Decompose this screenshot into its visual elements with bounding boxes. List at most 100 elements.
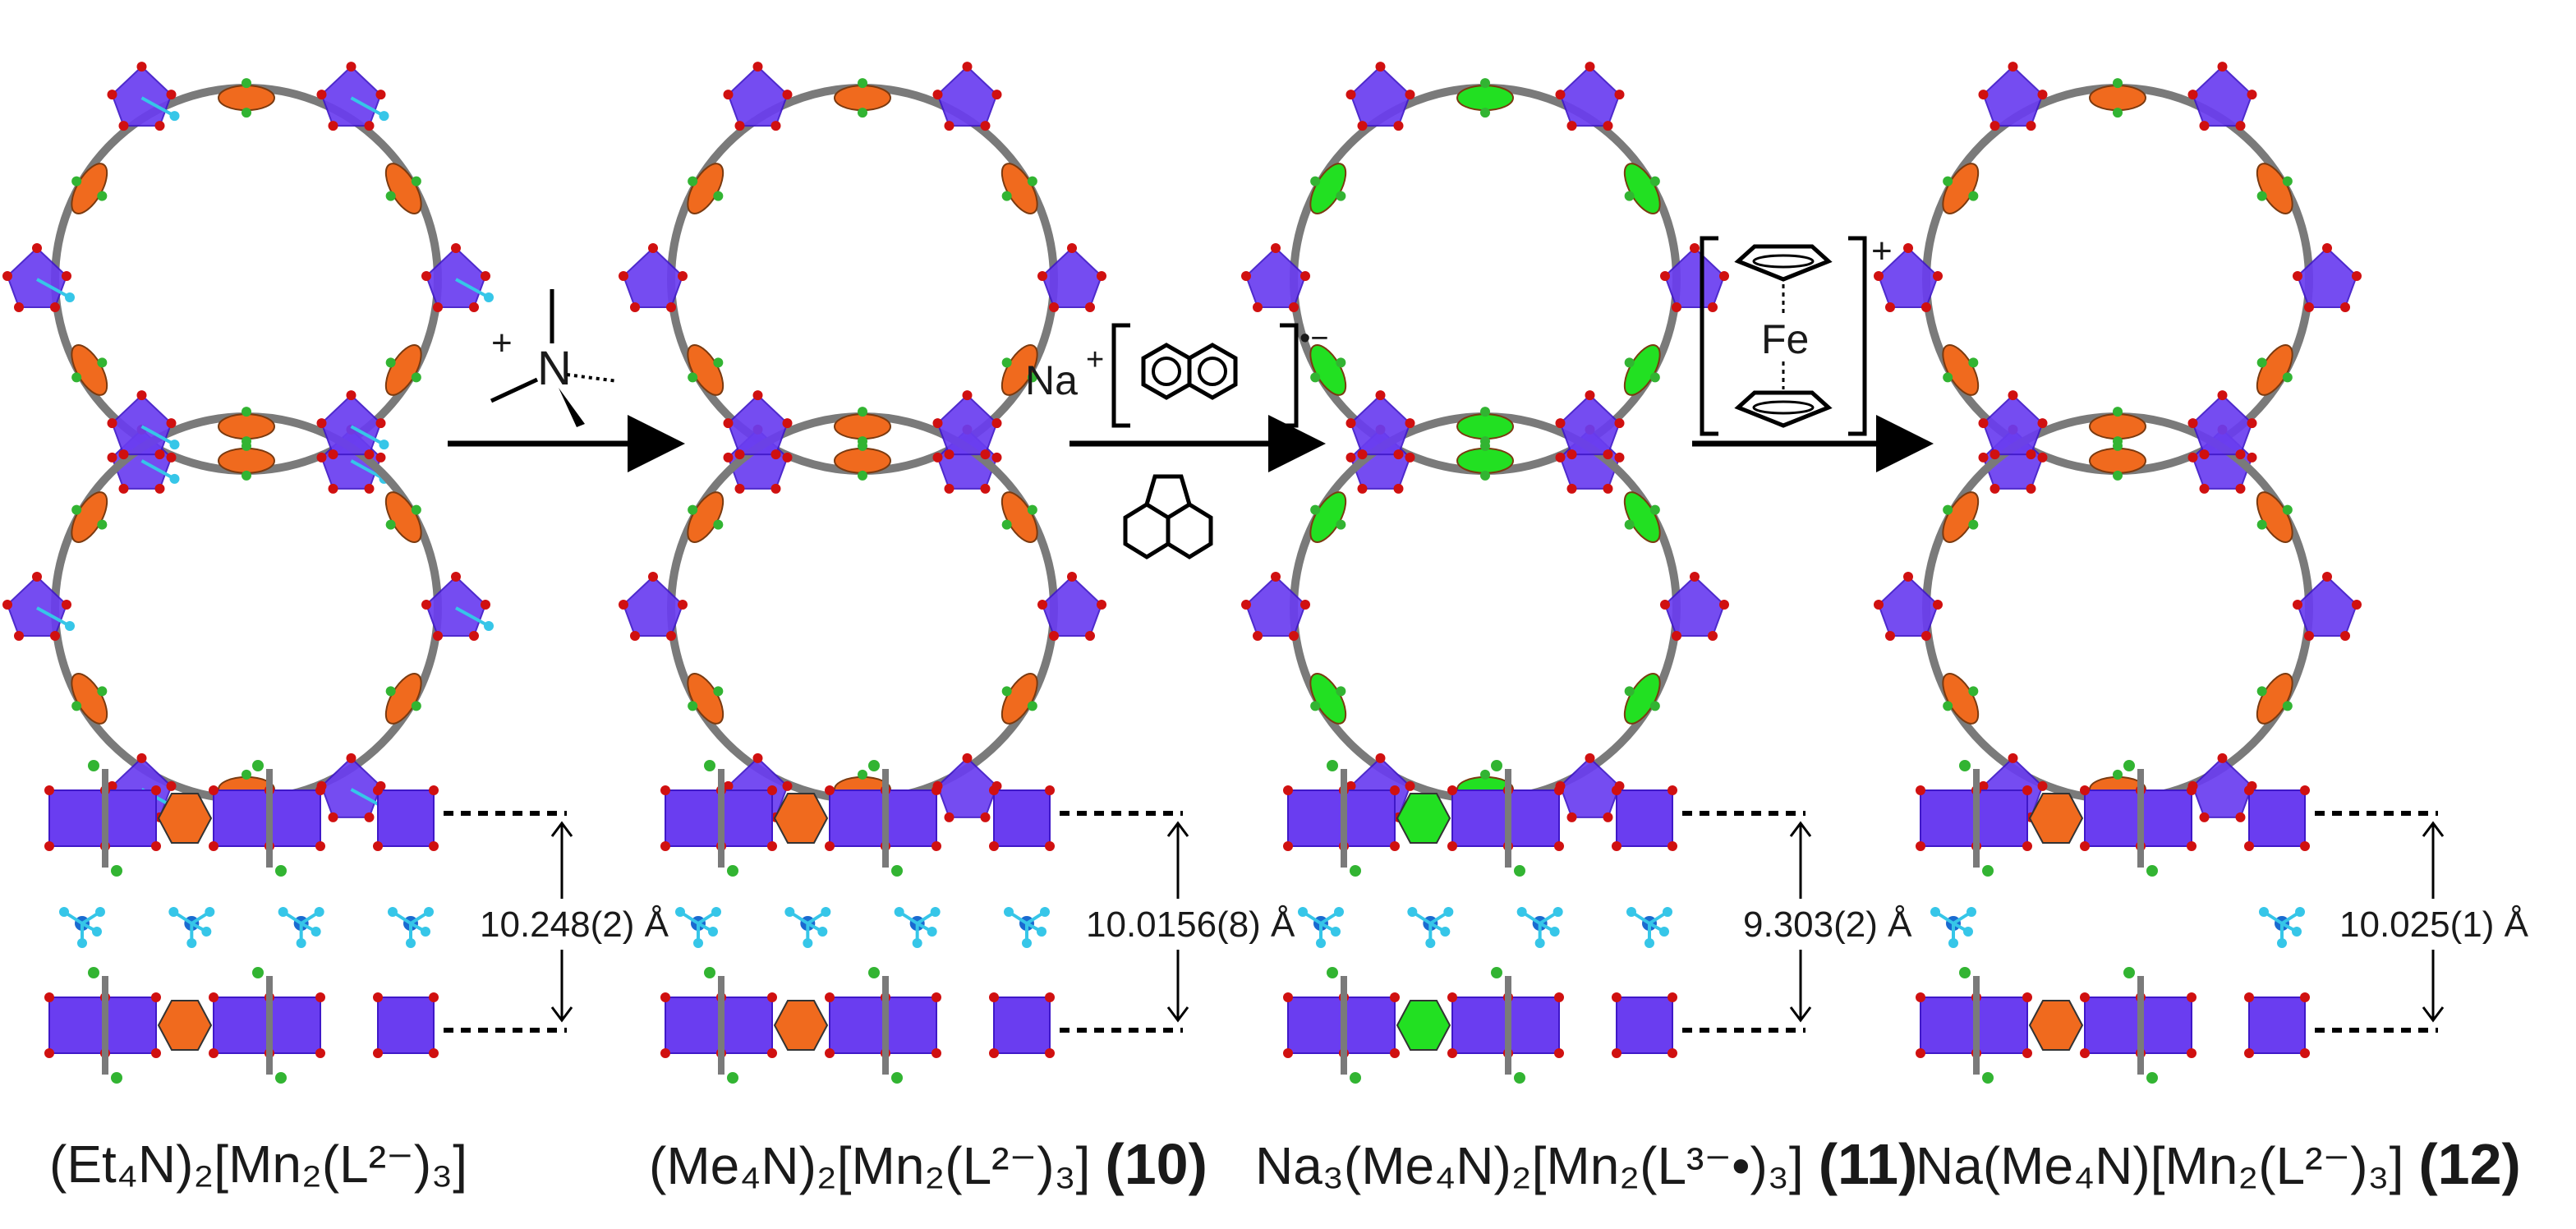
mn-octahedron-side xyxy=(269,997,321,1054)
oxygen-atom xyxy=(364,449,375,460)
chloro-atom xyxy=(858,108,867,118)
cation-atom xyxy=(817,927,828,937)
linker-ring xyxy=(2089,413,2146,440)
arrow-tip xyxy=(1166,821,1189,837)
chloro-atom xyxy=(1480,108,1490,118)
cation-bond xyxy=(140,459,176,481)
cation-atom xyxy=(711,907,721,917)
chloro-atom xyxy=(2282,176,2293,186)
cation-atom xyxy=(912,938,922,948)
linker-side xyxy=(2028,1000,2084,1051)
oxygen-atom xyxy=(1874,600,1884,610)
oxygen-atom xyxy=(151,1048,161,1058)
oxygen-atom xyxy=(1283,841,1293,851)
oxygen-atom xyxy=(373,841,383,851)
oxygen-atom xyxy=(1097,600,1106,610)
oxygen-atom xyxy=(1672,631,1681,641)
cation-atom xyxy=(1334,907,1344,917)
mn-octahedron-side xyxy=(665,789,722,847)
chloro-atom xyxy=(1514,865,1525,877)
chloro-atom xyxy=(2113,407,2123,417)
cation-atom xyxy=(930,907,941,917)
step2-anion-charge: •− xyxy=(1300,321,1329,356)
cation-atom xyxy=(1549,927,1560,937)
mn-octahedron-side xyxy=(2248,997,2306,1054)
oxygen-atom xyxy=(1405,780,1415,791)
chloro-atom xyxy=(252,760,264,771)
oxygen-atom xyxy=(451,243,461,253)
oxygen-atom xyxy=(44,785,54,795)
cation-atom xyxy=(1022,938,1032,948)
oxygen-atom xyxy=(1585,753,1595,763)
arrow-tip xyxy=(1166,1006,1189,1023)
oxygen-atom xyxy=(1612,841,1622,851)
chloro-atom xyxy=(713,519,724,530)
oxygen-atom xyxy=(2304,631,2314,641)
chloro-atom xyxy=(1968,191,1979,201)
chloro-atom xyxy=(71,176,82,186)
oxygen-atom xyxy=(1283,1048,1293,1058)
mn-octahedron xyxy=(1244,246,1307,308)
chloro-atom xyxy=(1491,967,1502,978)
oxygen-atom xyxy=(2187,1048,2196,1058)
oxygen-atom xyxy=(2187,418,2198,429)
mn-octahedron-side xyxy=(213,997,270,1054)
oxygen-atom xyxy=(2247,452,2257,463)
cation-atom xyxy=(1626,907,1636,917)
cation-bond xyxy=(350,425,385,446)
oxygen-atom xyxy=(1554,785,1564,795)
oxygen-atom xyxy=(1346,90,1356,100)
oxygen-atom xyxy=(1253,631,1263,641)
oxygen-atom xyxy=(166,780,177,791)
oxygen-atom xyxy=(1668,992,1677,1002)
mn-octahedron-side xyxy=(665,997,722,1054)
oxygen-atom xyxy=(1375,390,1386,401)
chloro-atom xyxy=(2256,686,2267,697)
oxygen-atom xyxy=(2008,62,2018,72)
chloro-atom xyxy=(71,701,82,711)
oxygen-atom xyxy=(316,418,327,429)
chloro-atom xyxy=(88,760,99,771)
chloro-atom xyxy=(1480,78,1490,89)
linker-ring xyxy=(218,447,275,474)
chloro-atom xyxy=(1649,701,1660,711)
oxygen-atom xyxy=(2199,812,2210,822)
oxygen-atom xyxy=(481,600,490,610)
oxygen-atom xyxy=(2,600,12,610)
oxygen-atom xyxy=(2217,390,2228,401)
oxygen-atom xyxy=(2247,418,2257,429)
chloro-atom xyxy=(2113,436,2123,447)
chloro-atom xyxy=(891,865,903,877)
chloro-atom xyxy=(1624,191,1635,201)
cation-atom xyxy=(1963,927,1973,937)
oxygen-atom xyxy=(767,1048,777,1058)
mn-octahedron xyxy=(2192,757,2253,818)
cation-atom xyxy=(784,907,795,917)
linker-ring xyxy=(1456,413,1514,440)
mn-octahedron xyxy=(1350,65,1411,127)
linker-side xyxy=(157,793,213,844)
oxygen-atom xyxy=(107,418,117,429)
oxygen-atom xyxy=(2300,1048,2310,1058)
mn-octahedron xyxy=(1041,246,1103,308)
oxygen-atom xyxy=(2235,812,2246,822)
oxygen-atom xyxy=(429,841,439,851)
oxygen-atom xyxy=(2304,302,2314,312)
oxygen-atom xyxy=(1990,121,2000,131)
cation-atom xyxy=(92,927,102,937)
oxygen-atom xyxy=(1289,302,1299,312)
caption-2: (Me₄N)₂[Mn₂(L²⁻)₃](10) xyxy=(649,1127,1208,1201)
mn-octahedron xyxy=(1877,575,1939,637)
linker-side xyxy=(2028,793,2084,844)
oxygen-atom xyxy=(1668,785,1677,795)
mn-octahedron xyxy=(1663,246,1726,308)
oxygen-atom xyxy=(1390,785,1400,795)
chloro-atom xyxy=(88,967,99,978)
mn-octahedron-side xyxy=(213,789,270,847)
oxygen-atom xyxy=(1390,841,1400,851)
oxygen-atom xyxy=(767,785,777,795)
oxygen-atom xyxy=(1612,785,1622,795)
chloro-atom xyxy=(242,470,251,481)
mn-octahedron xyxy=(1877,246,1939,308)
chloro-atom xyxy=(1310,372,1321,383)
